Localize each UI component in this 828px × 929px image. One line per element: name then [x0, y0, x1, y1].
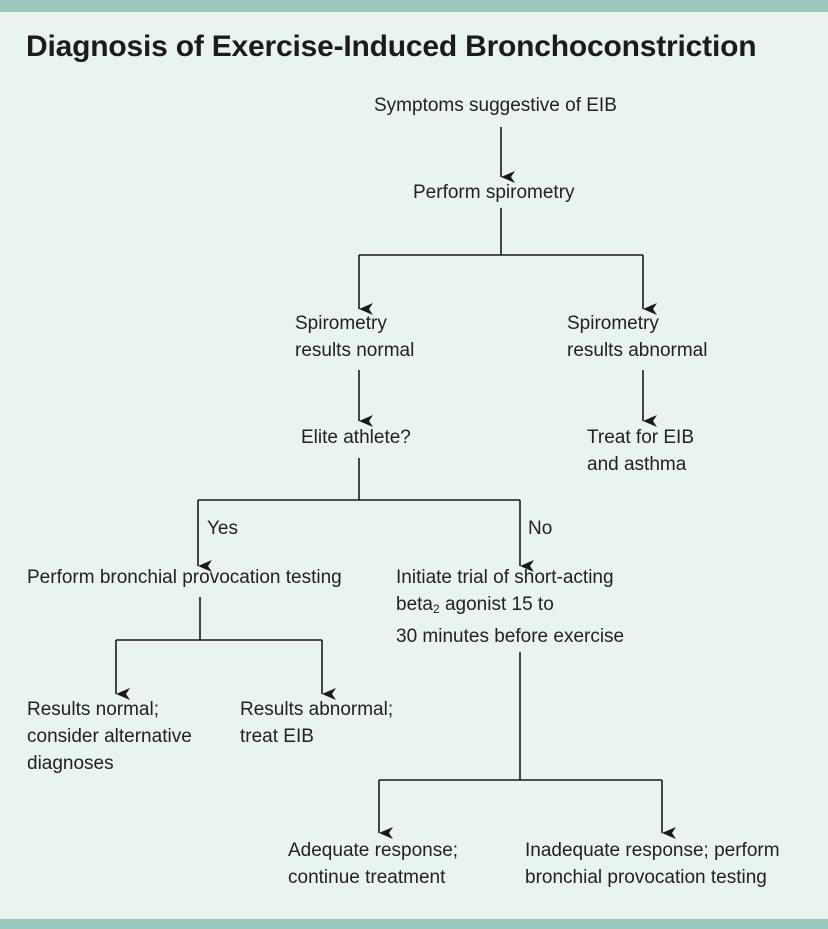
diagram-title: Diagnosis of Exercise-Induced Bronchocon… — [26, 30, 757, 63]
node-spirometry-normal: Spirometry results normal — [295, 313, 415, 361]
node-treat-eib-asthma: Treat for EIB and asthma — [587, 427, 694, 475]
edge-label-yes: Yes — [207, 518, 238, 539]
node-adequate-response: Adequate response; continue treatment — [288, 840, 459, 888]
node-elite-athlete: Elite athlete? — [301, 427, 411, 448]
node-inadequate-response: Inadequate response; perform bronchial p… — [525, 840, 780, 888]
node-symptoms: Symptoms suggestive of EIB — [374, 95, 617, 116]
edge-label-no: No — [528, 518, 553, 539]
node-perform-spirometry: Perform spirometry — [413, 182, 575, 203]
node-results-normal: Results normal; consider alternative dia… — [27, 699, 192, 774]
node-initiate-trial: Initiate trial of short-acting beta2 ago… — [396, 567, 625, 647]
node-bronchial-provocation-testing: Perform bronchial provocation testing — [27, 567, 342, 588]
node-spirometry-abnormal: Spirometry results abnormal — [567, 313, 708, 361]
bottom-accent-bar — [0, 919, 828, 929]
node-results-abnormal: Results abnormal; treat EIB — [240, 699, 394, 747]
subscript-2: 2 — [432, 602, 440, 616]
top-accent-bar — [0, 0, 828, 12]
